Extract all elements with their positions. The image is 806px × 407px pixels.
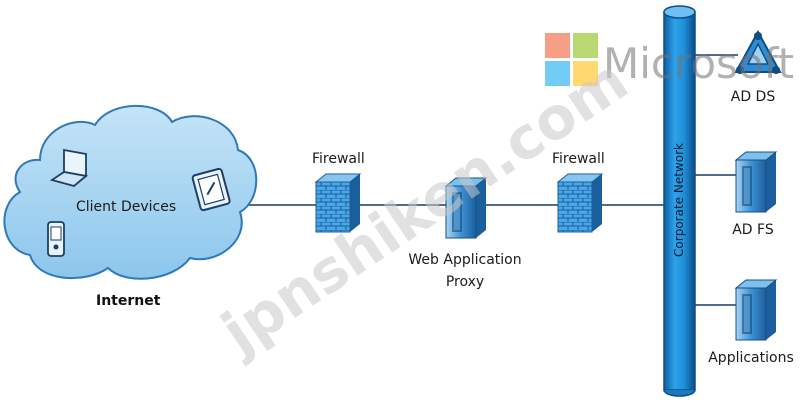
ad-fs-label: AD FS (732, 222, 774, 238)
firewall-left-label: Firewall (312, 151, 365, 167)
server-icon (735, 279, 777, 341)
cloud-label: Client Devices (76, 199, 176, 215)
firewall-right-label: Firewall (552, 151, 605, 167)
corporate-network-pipe (663, 5, 696, 397)
phone-icon (47, 221, 65, 257)
triangle-network-icon (734, 29, 782, 74)
server-icon (735, 151, 777, 213)
proxy-label-line1: Web Application (408, 252, 521, 268)
tablet-icon (191, 167, 231, 212)
proxy-label-line2: Proxy (446, 274, 484, 290)
applications-label: Applications (708, 350, 794, 366)
firewall-icon (314, 173, 362, 233)
microsoft-logo-watermark: Microsoft (545, 33, 794, 88)
firewall-icon (556, 173, 604, 233)
microsoft-wordmark: Microsoft (603, 39, 794, 88)
internet-caption: Internet (96, 293, 161, 309)
internet-cloud (3, 104, 258, 280)
corporate-network-label: Corporate Network (672, 143, 686, 257)
laptop-icon (49, 148, 89, 187)
ad-ds-label: AD DS (731, 89, 776, 105)
